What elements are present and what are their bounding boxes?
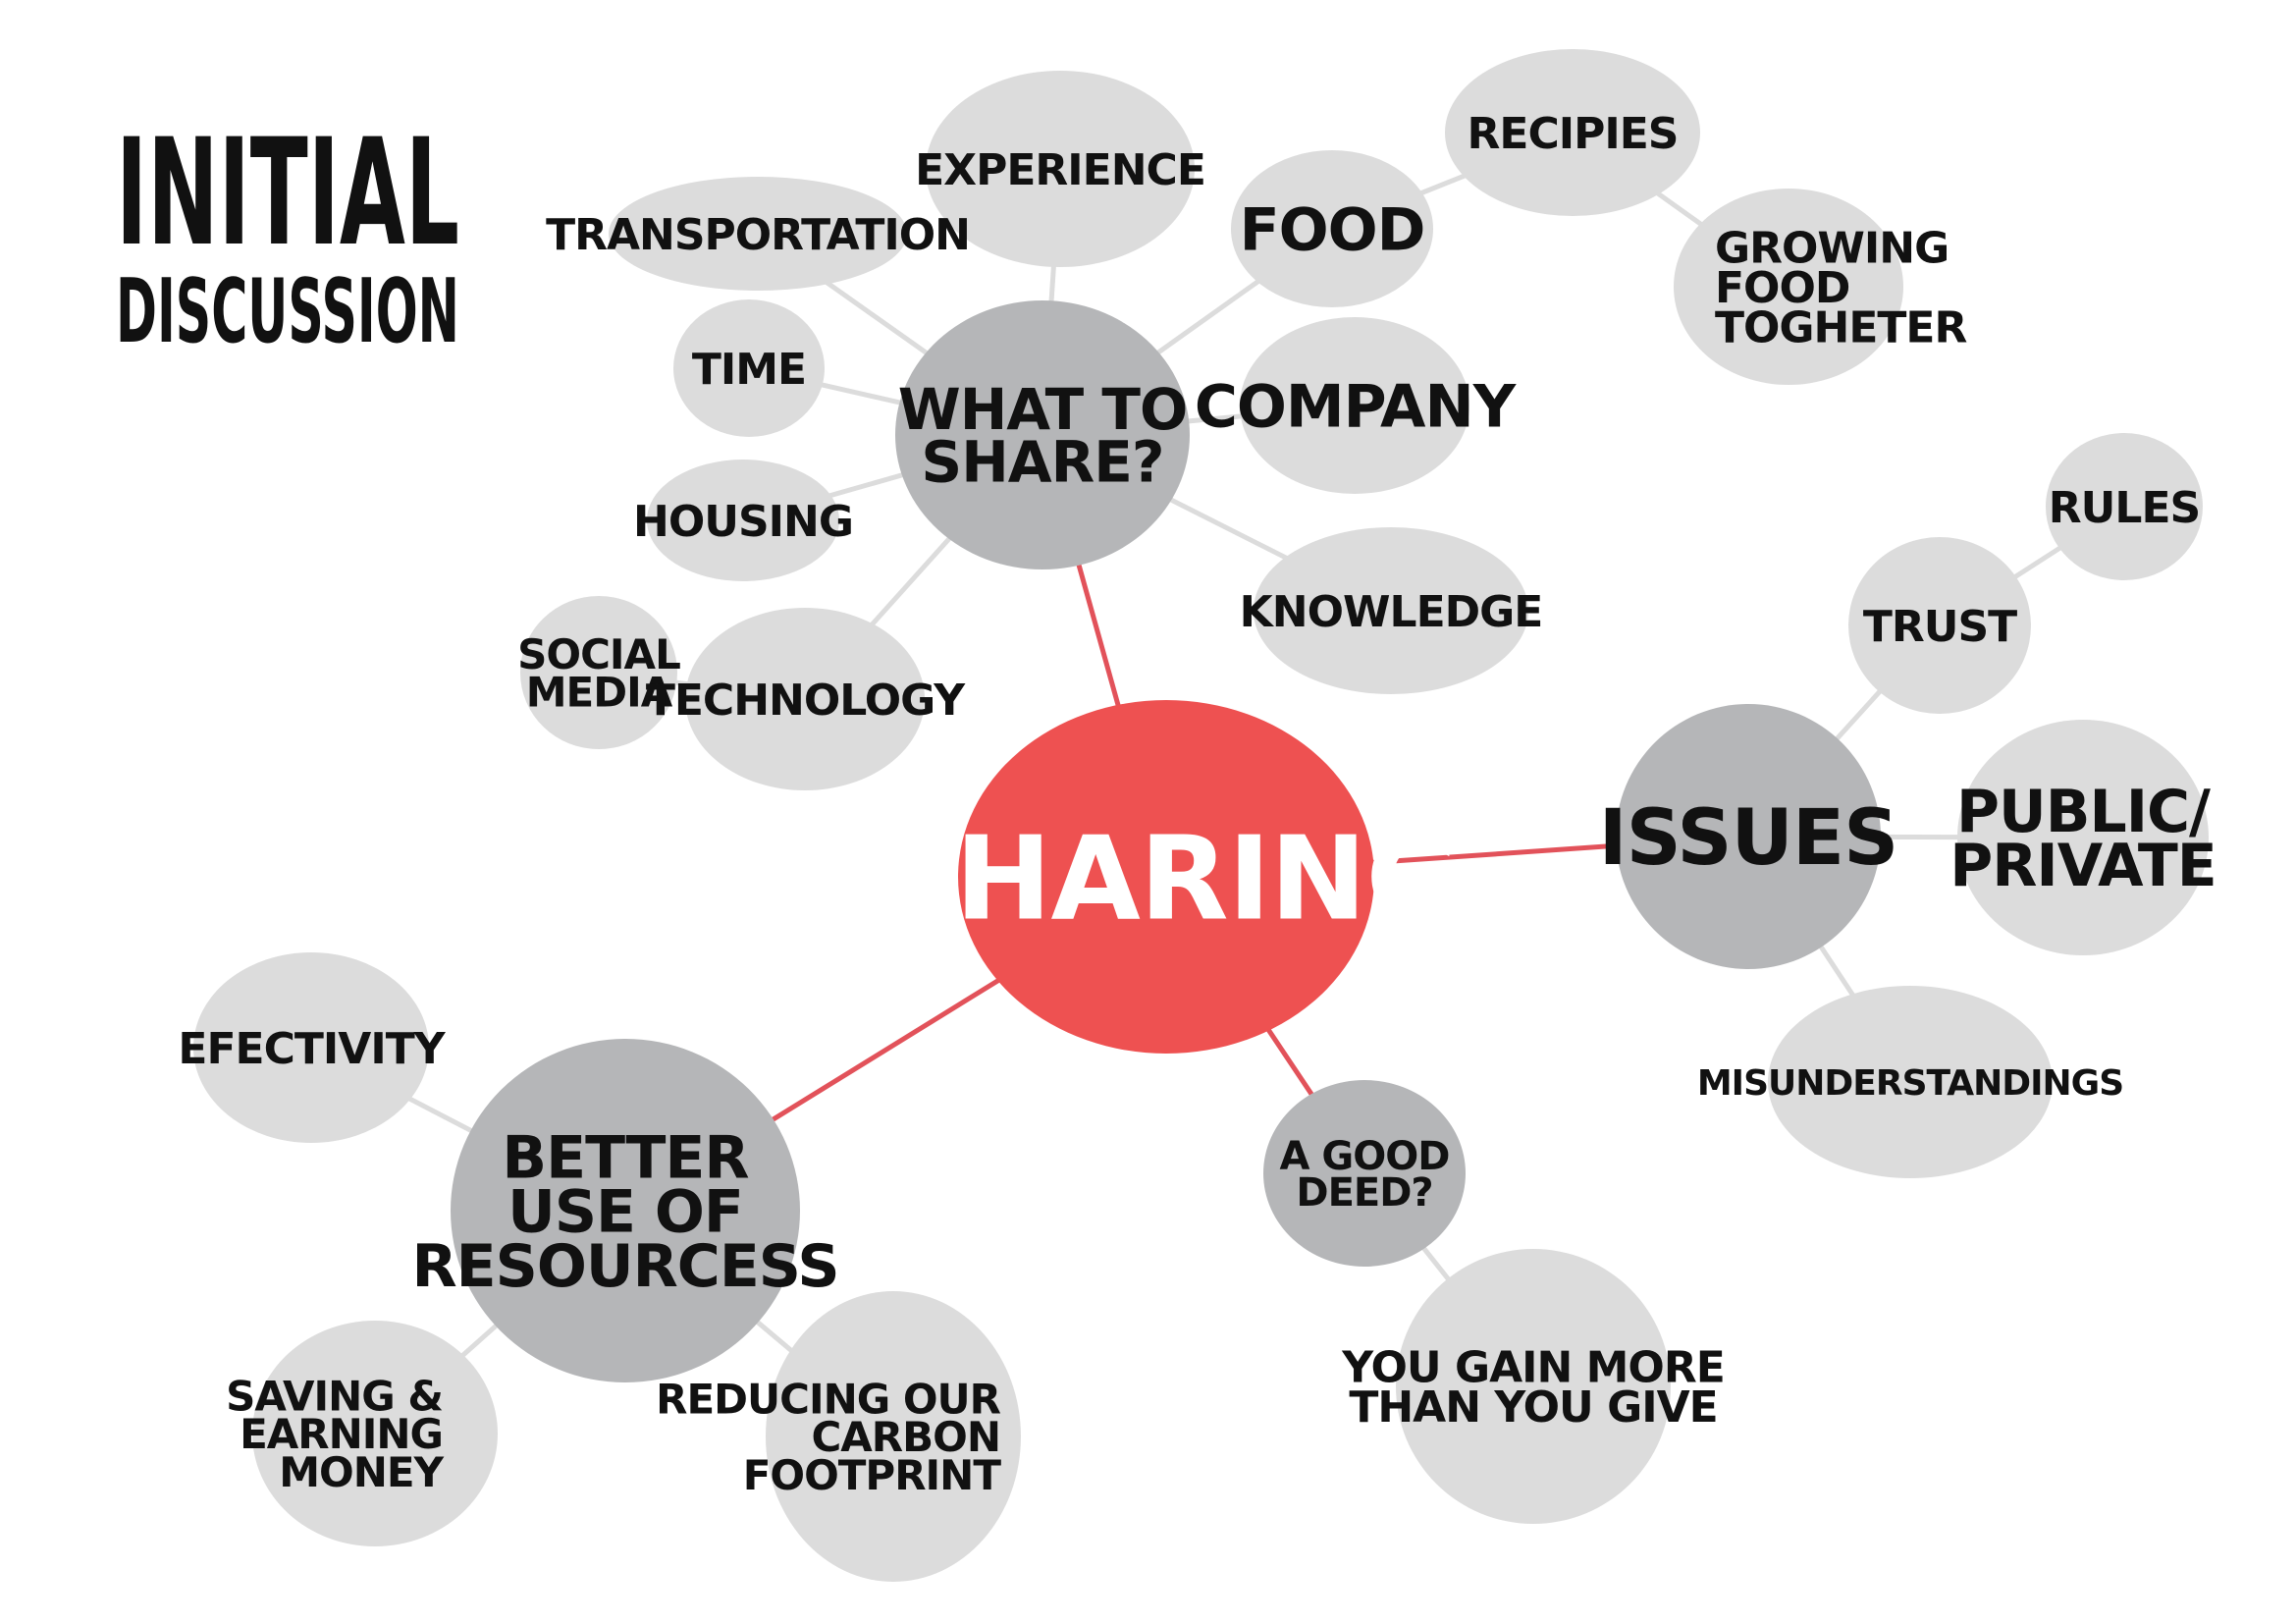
bubble-label-misunderstandings: MISUNDERSTANDINGS <box>1697 1063 2123 1104</box>
bubble-shape-rules <box>2046 433 2203 580</box>
bubble-shape-knowledge <box>1254 527 1528 694</box>
bubble-shape-sharing <box>958 700 1374 1054</box>
bubble-experience: EXPERIENCE <box>915 71 1206 267</box>
bubble-label-company: COMPANY <box>1195 373 1518 442</box>
bubble-label-carbon-line-2: CARBON <box>811 1413 1000 1461</box>
bubble-shape-technology <box>685 608 925 790</box>
page-title: INITIAL <box>116 108 459 279</box>
bubble-shape-recipies <box>1445 49 1700 216</box>
bubble-label-social-media-line-1: SOCIAL <box>517 630 680 678</box>
bubble-label-recipies: RECIPIES <box>1468 109 1679 159</box>
bubble-label-transportation: TRANSPORTATION <box>546 210 970 260</box>
bubble-shape-gain-more <box>1396 1249 1671 1524</box>
bubble-misunderstandings: MISUNDERSTANDINGS <box>1697 986 2124 1178</box>
bubble-label-efectivity: EFECTIVITY <box>178 1024 446 1074</box>
bubble-label-better-use-line-1: BETTER <box>502 1123 748 1192</box>
bubble-shape-growing-food <box>1674 189 1903 385</box>
bubble-label-good-deed-line-2: DEED? <box>1296 1170 1432 1216</box>
bubble-rules: RULES <box>2046 433 2203 580</box>
bubble-label-growing-food-line-3: TOGHETER <box>1715 302 1966 352</box>
bubble-label-saving-line-1: SAVING & <box>226 1372 443 1420</box>
bubble-knowledge: KNOWLEDGE <box>1240 527 1543 694</box>
bubble-label-trust: TRUST <box>1863 602 2017 652</box>
bubble-label-growing-food-line-1: GROWING <box>1715 223 1949 273</box>
bubble-label-gain-more-line-1: YOU GAIN MORE <box>1341 1343 1725 1393</box>
bubble-shape-experience <box>926 71 1195 267</box>
bubble-shape-good-deed <box>1263 1080 1466 1267</box>
bubble-label-good-deed-line-1: A GOOD <box>1280 1134 1450 1179</box>
bubble-label-gain-more-line-2: THAN YOU GIVE <box>1349 1382 1717 1433</box>
bubble-shape-misunderstandings <box>1768 986 2053 1178</box>
bubble-shape-efectivity <box>193 952 429 1143</box>
bubble-label-public-private-line-2: PRIVATE <box>1949 832 2216 900</box>
bubble-label-growing-food-line-2: FOOD <box>1715 263 1849 313</box>
bubble-efectivity: EFECTIVITY <box>178 952 448 1143</box>
bubble-shape-public-private <box>1957 720 2209 955</box>
bubble-label-carbon-line-1: REDUCING OUR <box>656 1375 1001 1423</box>
bubble-transportation: TRANSPORTATION <box>546 177 971 291</box>
page-subtitle: DISCUSSION <box>116 260 459 363</box>
bubble-shape-what-to-share <box>895 300 1190 569</box>
bubble-label-better-use-line-3: RESOURCESS <box>411 1232 838 1301</box>
bubble-recipies: RECIPIES <box>1445 49 1700 216</box>
bubbles: EXPERIENCE TRANSPORTATION TIME HOUSING SOCIA… <box>178 49 2217 1582</box>
bubble-label-issues: ISSUES <box>1599 794 1898 883</box>
bubble-shape-company <box>1240 317 1469 494</box>
bubble-shape-social-media <box>520 596 677 749</box>
bubble-label-public-private-line-1: PUBLIC/ <box>1956 778 2211 846</box>
bubble-label-experience: EXPERIENCE <box>915 145 1205 195</box>
bubble-label-saving-line-2: EARNING <box>240 1410 443 1458</box>
bubble-company: COMPANY <box>1195 317 1519 494</box>
bubble-label-housing: HOUSING <box>633 497 853 547</box>
bubble-shape-carbon <box>766 1291 1021 1582</box>
bubble-label-time: TIME <box>692 345 806 395</box>
bubble-label-what-to-share-line-2: SHARE? <box>921 429 1163 496</box>
bubble-label-better-use-line-2: USE OF <box>507 1178 743 1247</box>
bubble-sharing: SHARING <box>873 700 1461 1054</box>
bubble-shape-issues <box>1616 704 1881 969</box>
bubble-shape-housing <box>647 460 839 581</box>
bubble-public-private: PUBLIC/PRIVATE <box>1949 720 2217 955</box>
bubble-time: TIME <box>673 299 825 437</box>
bubble-label-sharing: SHARING <box>873 810 1460 946</box>
bubble-label-saving-line-3: MONEY <box>279 1448 444 1496</box>
bubble-trust: TRUST <box>1848 537 2031 714</box>
bubble-shape-time <box>673 299 825 437</box>
bubble-technology: TECHNOLOGY <box>646 608 967 790</box>
bubble-shape-trust <box>1848 537 2031 714</box>
bubble-food: FOOD <box>1231 150 1433 307</box>
bubble-shape-better-use <box>451 1039 800 1382</box>
bubble-label-food: FOOD <box>1240 196 1425 265</box>
bubble-label-social-media-line-2: MEDIA <box>526 668 673 716</box>
bubble-housing: HOUSING <box>633 460 854 581</box>
bubble-shape-food <box>1231 150 1433 307</box>
bubble-label-rules: RULES <box>2049 483 2200 533</box>
bubble-label-what-to-share-line-1: WHAT TO <box>898 376 1188 443</box>
bubble-label-carbon-line-3: FOOTPRINT <box>743 1451 1002 1499</box>
bubble-shape-transportation <box>609 177 907 291</box>
bubble-label-technology: TECHNOLOGY <box>646 676 966 726</box>
bubble-shape-saving <box>252 1321 498 1546</box>
bubble-label-knowledge: KNOWLEDGE <box>1240 587 1543 637</box>
bubble-issues: ISSUES <box>1599 704 1898 969</box>
